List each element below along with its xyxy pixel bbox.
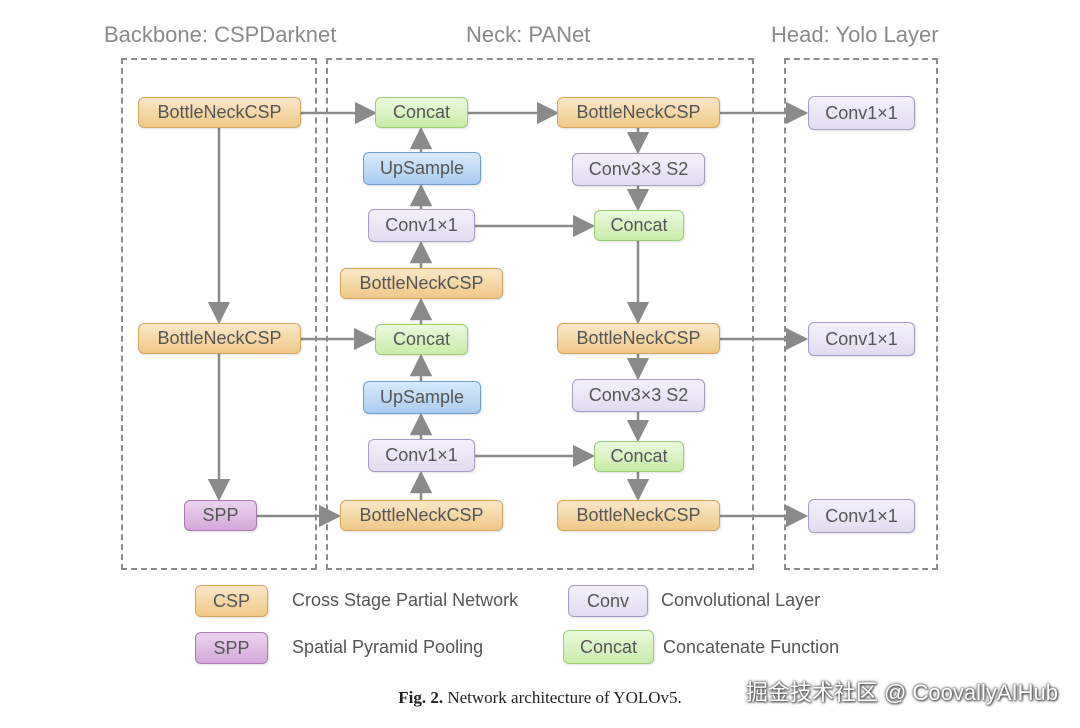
- neck-title: Neck: PANet: [466, 22, 591, 47]
- neck-bottleneckcsp-bottom: BottleNeckCSP: [340, 500, 503, 531]
- figure-caption-label: Fig. 2.: [398, 688, 444, 707]
- legend-spp-swatch: SPP: [195, 632, 268, 664]
- neck-upsample-top: UpSample: [363, 152, 481, 185]
- neck-concat-top: Concat: [375, 97, 468, 128]
- legend-csp-text: Cross Stage Partial Network: [292, 590, 519, 610]
- legend-spp-text: Spatial Pyramid Pooling: [292, 637, 484, 657]
- legend-conv-text: Convolutional Layer: [661, 590, 821, 610]
- neck-right-conv3x3-top: Conv3×3 S2: [572, 153, 705, 186]
- legend-concat-swatch: Concat: [563, 630, 654, 664]
- backbone-panel: [121, 58, 317, 570]
- head-panel: [784, 58, 938, 570]
- head-conv1x1-1: Conv1×1: [808, 96, 915, 130]
- backbone-bottleneckcsp-2: BottleNeckCSP: [138, 323, 301, 354]
- neck-right-concat-bottom: Concat: [594, 441, 684, 472]
- head-conv1x1-2: Conv1×1: [808, 322, 915, 356]
- backbone-bottleneckcsp-1: BottleNeckCSP: [138, 97, 301, 128]
- head-title: Head: Yolo Layer: [771, 22, 939, 47]
- neck-conv1x1-top: Conv1×1: [368, 209, 475, 242]
- legend-csp-swatch: CSP: [195, 585, 268, 617]
- neck-bottleneckcsp-mid: BottleNeckCSP: [340, 268, 503, 299]
- backbone-title: Backbone: CSPDarknet: [104, 22, 337, 47]
- neck-concat-mid: Concat: [375, 324, 468, 355]
- figure-caption-text: Network architecture of YOLOv5.: [447, 688, 682, 707]
- backbone-spp: SPP: [184, 500, 257, 531]
- neck-right-bottleneckcsp-mid: BottleNeckCSP: [557, 323, 720, 354]
- neck-right-bottleneckcsp-top: BottleNeckCSP: [557, 97, 720, 128]
- legend-concat-text: Concatenate Function: [663, 637, 840, 657]
- figure-caption: Fig. 2. Network architecture of YOLOv5.: [0, 688, 1080, 714]
- legend-conv-swatch: Conv: [568, 585, 648, 617]
- head-conv1x1-3: Conv1×1: [808, 499, 915, 533]
- neck-conv1x1-bottom: Conv1×1: [368, 439, 475, 472]
- neck-right-concat-top: Concat: [594, 210, 684, 241]
- neck-panel: [326, 58, 754, 570]
- watermark: 掘金技术社区 @ CoovallyAIHub: [745, 680, 1058, 705]
- neck-right-bottleneckcsp-bottom: BottleNeckCSP: [557, 500, 720, 531]
- neck-right-conv3x3-bottom: Conv3×3 S2: [572, 379, 705, 412]
- neck-upsample-mid: UpSample: [363, 381, 481, 414]
